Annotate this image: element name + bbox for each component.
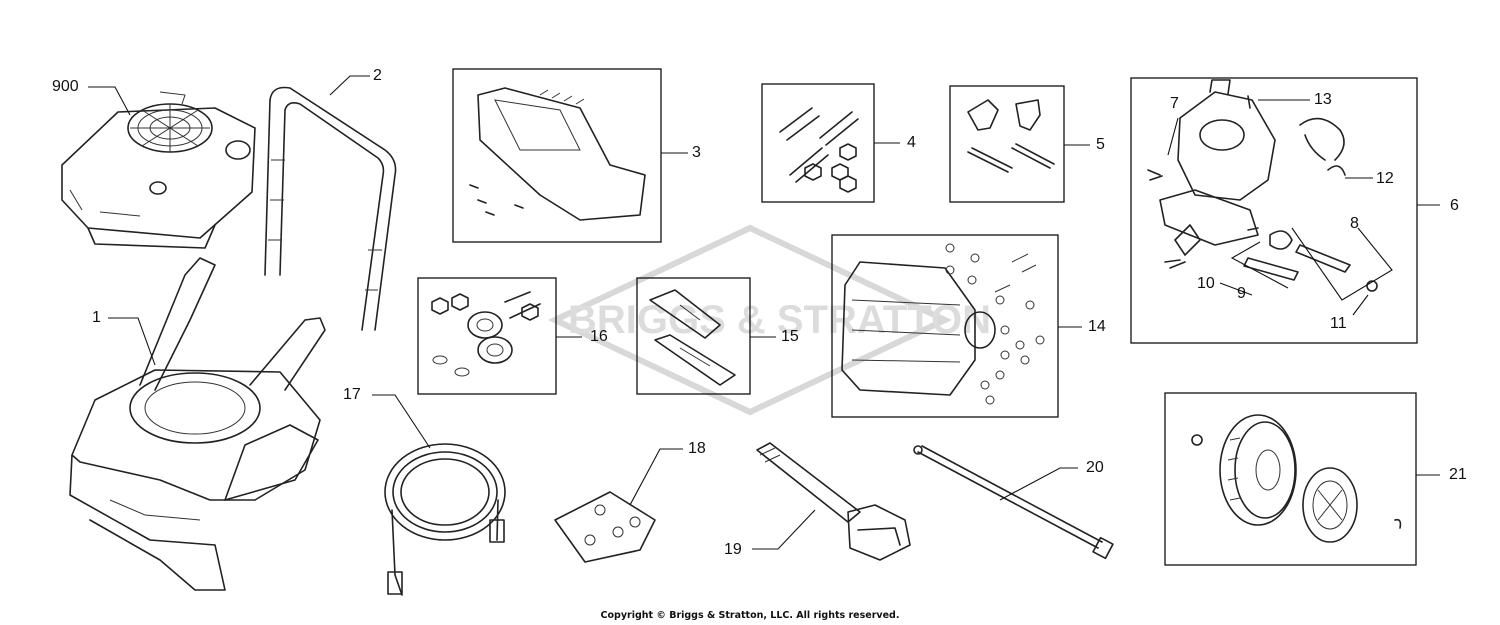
handle-drawing: [264, 86, 397, 331]
frame-drawing: [69, 257, 326, 591]
wheel-drawing: [1191, 414, 1402, 543]
callout-4: 4: [907, 134, 916, 151]
spray-gun-drawing: [756, 442, 911, 561]
callout-10: 10: [1197, 275, 1215, 292]
callout-9: 9: [1237, 285, 1246, 302]
callout-1: 1: [92, 309, 101, 326]
bracket-drawing: [469, 87, 646, 221]
callout-8: 8: [1350, 215, 1359, 232]
callout-15: 15: [781, 328, 799, 345]
callout-17: 17: [343, 386, 361, 403]
hardware-kit-drawing: [431, 291, 541, 377]
box-part-5: [949, 85, 1065, 203]
callout-5: 5: [1096, 136, 1105, 153]
box-part-21: [1164, 392, 1417, 566]
hose-drawing: [384, 443, 506, 596]
callout-6: 6: [1450, 197, 1459, 214]
clips-drawing: [649, 289, 736, 386]
nozzle-bag-drawing: [554, 491, 656, 563]
engine-drawing: [61, 91, 256, 249]
box-part-16: [417, 277, 557, 395]
callout-18: 18: [688, 440, 706, 457]
callout-900: 900: [52, 78, 79, 95]
knobs-bolts-drawing: [967, 99, 1055, 173]
callout-20: 20: [1086, 459, 1104, 476]
pump-drawing: [1147, 79, 1378, 292]
callout-13: 13: [1314, 91, 1332, 108]
bolts-nuts-drawing: [779, 107, 859, 193]
callout-12: 12: [1376, 170, 1394, 187]
callout-2: 2: [373, 67, 382, 84]
callout-19: 19: [724, 541, 742, 558]
box-part-15: [636, 277, 751, 395]
watermark-text: BRIGGS & STRATTON: [568, 298, 991, 342]
callout-7: 7: [1170, 95, 1179, 112]
box-part-4: [761, 83, 875, 203]
watermark-logo: BRIGGS & STRATTON: [547, 224, 991, 416]
box-part-6: [1130, 77, 1418, 344]
callout-3: 3: [692, 144, 701, 161]
callout-11: 11: [1330, 315, 1347, 332]
callout-16: 16: [590, 328, 608, 345]
box-part-14: [831, 234, 1059, 418]
panel-kit-drawing: [841, 243, 1045, 405]
leader-lines: [88, 75, 1440, 550]
box-part-3: [452, 68, 662, 243]
callout-14: 14: [1088, 318, 1106, 335]
copyright-notice: Copyright © Briggs & Stratton, LLC. All …: [600, 610, 900, 621]
callout-21: 21: [1449, 466, 1467, 483]
wand-drawing: [913, 445, 1114, 560]
